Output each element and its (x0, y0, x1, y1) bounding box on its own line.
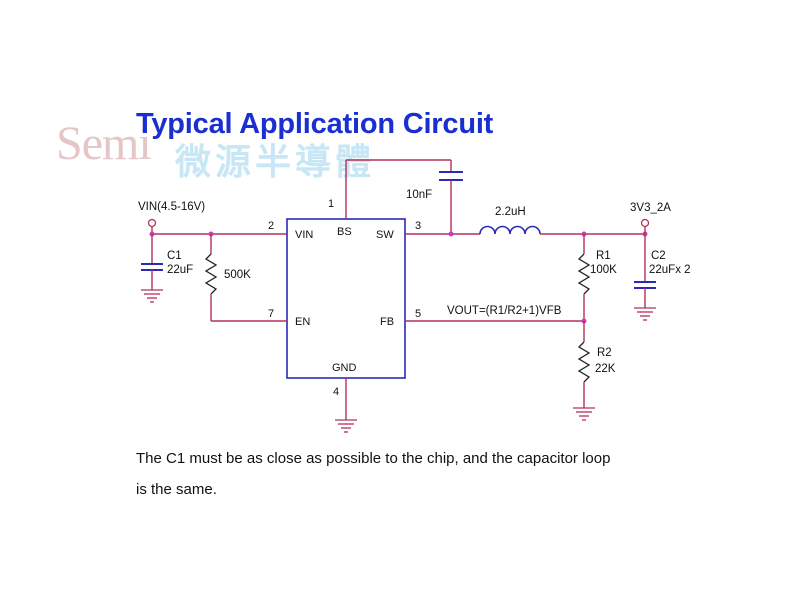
pin-fb-name: FB (380, 316, 394, 328)
junction-dot (448, 231, 454, 237)
pin-vin-number: 2 (268, 220, 274, 232)
c2-ref: C2 (651, 250, 666, 262)
watermark-chinese: 微源半導體 (175, 142, 376, 183)
vout-net-label: 3V3_2A (630, 202, 671, 214)
ground-symbol (573, 407, 595, 421)
vin-net-label: VIN(4.5-16V) (138, 201, 205, 213)
vout-terminal (640, 218, 650, 228)
r-en-value: 500K (224, 269, 251, 281)
c2-value: 22uFx 2 (649, 264, 691, 276)
ground-symbol (141, 289, 163, 303)
ic-body (286, 218, 406, 379)
page-title: Typical Application Circuit (136, 108, 494, 140)
pin-en-number: 7 (268, 308, 274, 320)
resistor-en-pullup (204, 234, 287, 322)
ground-symbol (634, 307, 656, 321)
capacitor-c1 (141, 234, 163, 290)
design-note-line-2: is the same. (136, 481, 217, 498)
c1-ref: C1 (167, 250, 182, 262)
pin-sw-number: 3 (415, 220, 421, 232)
vout-formula: VOUT=(R1/R2+1)VFB (447, 305, 562, 317)
capacitor-c2 (634, 234, 656, 308)
design-note-line-1: The C1 must be as close as possible to t… (136, 450, 611, 467)
c1-value: 22uF (167, 264, 193, 276)
bootstrap-capacitor (345, 159, 463, 234)
vin-terminal (147, 218, 157, 228)
pin-fb-number: 5 (415, 308, 421, 320)
resistor-r2 (577, 321, 591, 408)
pin-en-name: EN (295, 316, 310, 328)
r1-value: 100K (590, 264, 617, 276)
pin-sw-name: SW (376, 229, 394, 241)
design-note: The C1 must be as close as possible to t… (136, 443, 736, 505)
pin-bs-name: BS (337, 226, 352, 238)
r1-ref: R1 (596, 250, 611, 262)
pin-bs-number: 1 (328, 198, 334, 210)
pin-gnd-name: GND (332, 362, 357, 374)
r2-value: 22K (595, 363, 616, 375)
ground-symbol (335, 419, 357, 433)
pin-vin-name: VIN (295, 229, 313, 241)
pin-gnd-number: 4 (333, 386, 339, 398)
l1-value: 2.2uH (495, 206, 526, 218)
inductor-l1 (479, 225, 541, 235)
r2-ref: R2 (597, 347, 612, 359)
resistor-r1 (577, 234, 591, 321)
watermark-brand: Semi (56, 117, 152, 170)
c-boot-value: 10nF (406, 189, 432, 201)
